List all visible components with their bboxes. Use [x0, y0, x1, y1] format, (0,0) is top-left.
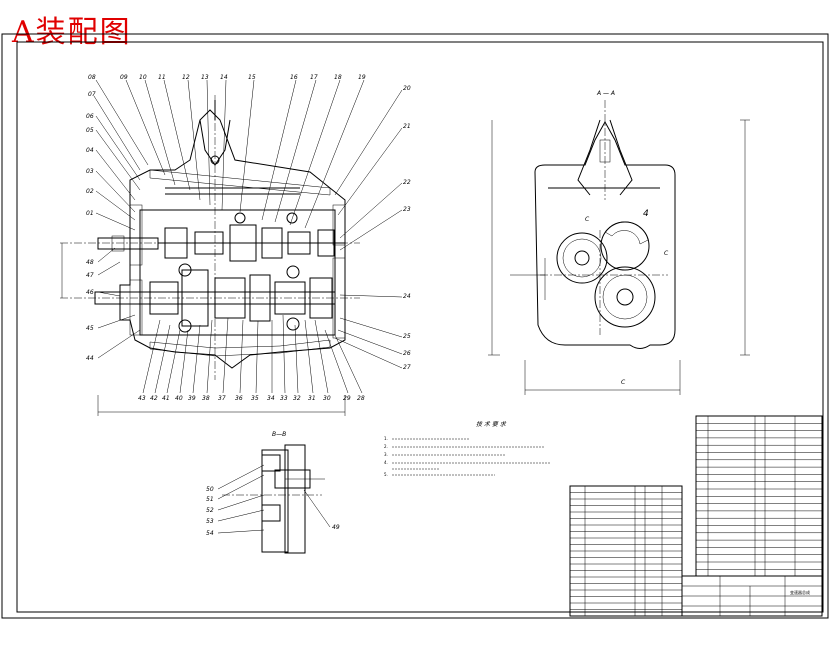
- tech-note-line: 1.: [384, 436, 388, 441]
- callout: 15: [248, 74, 256, 81]
- callout: 39: [188, 395, 196, 402]
- parts-list-left: [569, 485, 683, 617]
- side-label: C: [621, 379, 626, 386]
- callout: 54: [206, 530, 214, 537]
- callout: 16: [290, 74, 298, 81]
- callout: 25: [403, 333, 411, 340]
- callout: 11: [158, 74, 166, 81]
- callout: 43: [138, 395, 146, 402]
- parts-list-right: [695, 415, 823, 577]
- callout: 38: [202, 395, 210, 402]
- callout-labels-top: 08 07 09 10 11 12 13 14 15 16 17 18 19: [88, 74, 366, 98]
- tech-note-line: 2.: [384, 444, 388, 449]
- callout: 26: [403, 350, 411, 357]
- side-label: C: [585, 216, 590, 223]
- callout-labels-bottom: 43 42 41 40 39 38 37 36 35 34 33 32 31 3…: [138, 395, 365, 402]
- callout: 18: [334, 74, 342, 81]
- callout: 33: [280, 395, 288, 402]
- section-label: A — A: [596, 90, 615, 97]
- callout: 51: [206, 496, 214, 503]
- callout: 32: [293, 395, 301, 402]
- callout: 24: [403, 293, 411, 300]
- callout: 40: [175, 395, 183, 402]
- callout: 28: [357, 395, 365, 402]
- callout: 34: [267, 395, 275, 402]
- callout: 42: [150, 395, 158, 402]
- callout: 41: [162, 395, 170, 402]
- callout: 37: [218, 395, 226, 402]
- callout: 31: [308, 395, 316, 402]
- callout: 05: [86, 127, 94, 134]
- callout: 03: [86, 168, 94, 175]
- callout: 29: [343, 395, 351, 402]
- outer-frame: [1, 33, 829, 619]
- callout: 27: [403, 364, 411, 371]
- callout: 21: [403, 123, 411, 130]
- side-label: 4: [643, 209, 649, 219]
- callout: 48: [86, 259, 94, 266]
- detail-view: B—B 50 51 52 53 54 49: [206, 431, 340, 554]
- callout: 19: [358, 74, 366, 81]
- tech-notes-heading: 技 术 要 求: [476, 420, 507, 428]
- callout: 44: [86, 355, 94, 362]
- callout: 23: [403, 206, 411, 213]
- side-view: A — A C C 4 C: [488, 90, 750, 395]
- callout: 50: [206, 486, 214, 493]
- callout: 06: [86, 113, 94, 120]
- callout: 47: [86, 272, 94, 279]
- tech-note-line: 4.: [384, 460, 388, 465]
- callout: 22: [403, 179, 411, 186]
- callout: 36: [235, 395, 243, 402]
- detail-title: B—B: [272, 431, 286, 438]
- tech-note-line: 5.: [384, 472, 388, 477]
- callout: 49: [332, 524, 340, 531]
- callout: 53: [206, 518, 214, 525]
- callout: 10: [139, 74, 147, 81]
- callout: 09: [120, 74, 128, 81]
- tech-note-line: 3.: [384, 452, 388, 457]
- callout: 13: [201, 74, 209, 81]
- title-block: 变速器总成: [681, 575, 823, 617]
- callout: 14: [220, 74, 228, 81]
- callout: 35: [251, 395, 259, 402]
- callout: 02: [86, 188, 94, 195]
- side-label: C: [664, 250, 669, 257]
- callout: 52: [206, 507, 214, 514]
- inner-frame: [16, 41, 824, 613]
- callout: 07: [88, 91, 96, 98]
- callout: 17: [310, 74, 318, 81]
- tech-notes: 技 术 要 求 1. 2. 3. 4. 5.: [384, 420, 550, 477]
- callout: 30: [323, 395, 331, 402]
- title-block-name: 变速器总成: [790, 589, 810, 595]
- callout: 04: [86, 147, 94, 154]
- callout-labels-left: 06 05 04 03 02 01 48 47 46 45 44: [86, 113, 94, 362]
- callout: 08: [88, 74, 96, 81]
- callout-labels-right: 20 21 22 23 24 25 26 27: [403, 85, 411, 371]
- callout: 45: [86, 325, 94, 332]
- front-view: 08 07 09 10 11 12 13 14 15 16 17 18 19 0…: [60, 74, 411, 416]
- callout: 20: [403, 85, 411, 92]
- callout: 01: [86, 210, 94, 217]
- callout: 46: [86, 289, 94, 296]
- callout: 12: [182, 74, 190, 81]
